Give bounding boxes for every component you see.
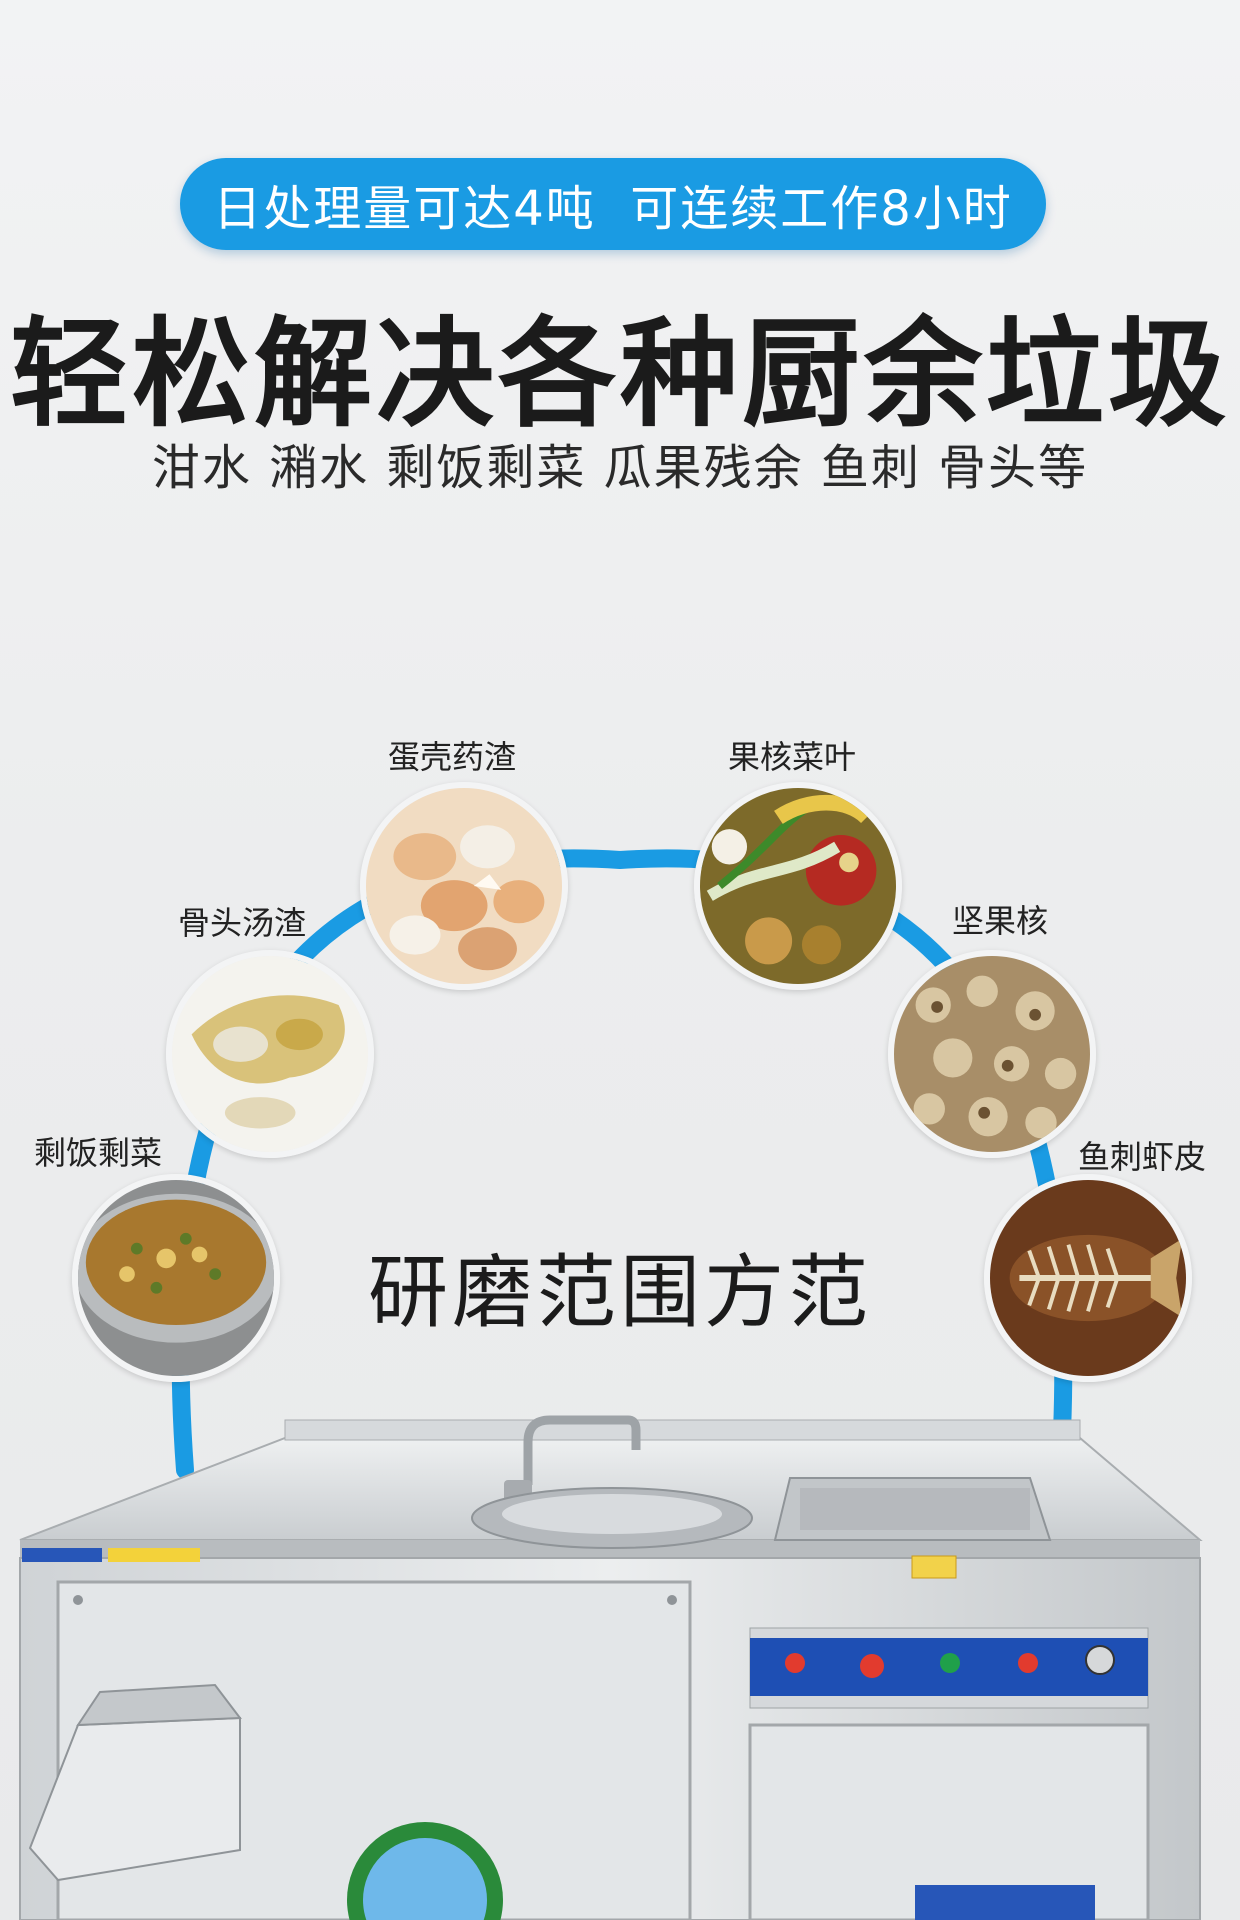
item-label-fish-bones: 鱼刺虾皮 xyxy=(1078,1138,1207,1176)
capacity-banner: 日处理量可达4吨 可连续工作8小时 xyxy=(180,158,1046,250)
bone-broth-photo xyxy=(166,950,374,1158)
nut-shells-photo xyxy=(888,950,1096,1158)
item-label-rice-leftovers: 剩饭剩菜 xyxy=(34,1134,163,1172)
rice-leftovers-photo xyxy=(72,1174,280,1382)
fruit-vegetable-scraps-photo xyxy=(694,782,902,990)
item-label-fruit-scraps: 果核菜叶 xyxy=(728,738,857,776)
eggshell-photo xyxy=(360,782,568,990)
page-title: 轻松解决各种厨余垃圾 xyxy=(9,305,1230,443)
page-subtitle: 泔水 潲水 剩饭剩菜 瓜果残余 鱼刺 骨头等 xyxy=(151,440,1089,496)
capacity-text: 日处理量可达4吨 可连续工作8小时 xyxy=(213,181,1013,237)
item-label-eggshell: 蛋壳药渣 xyxy=(388,738,517,776)
grinding-range-label: 研磨范围方范 xyxy=(368,1246,872,1339)
item-label-bone-broth: 骨头汤渣 xyxy=(178,904,307,942)
waste-processor-machine xyxy=(19,1415,1203,1920)
fish-bones-photo xyxy=(984,1174,1192,1382)
item-label-nut-shells: 坚果核 xyxy=(952,902,1049,940)
